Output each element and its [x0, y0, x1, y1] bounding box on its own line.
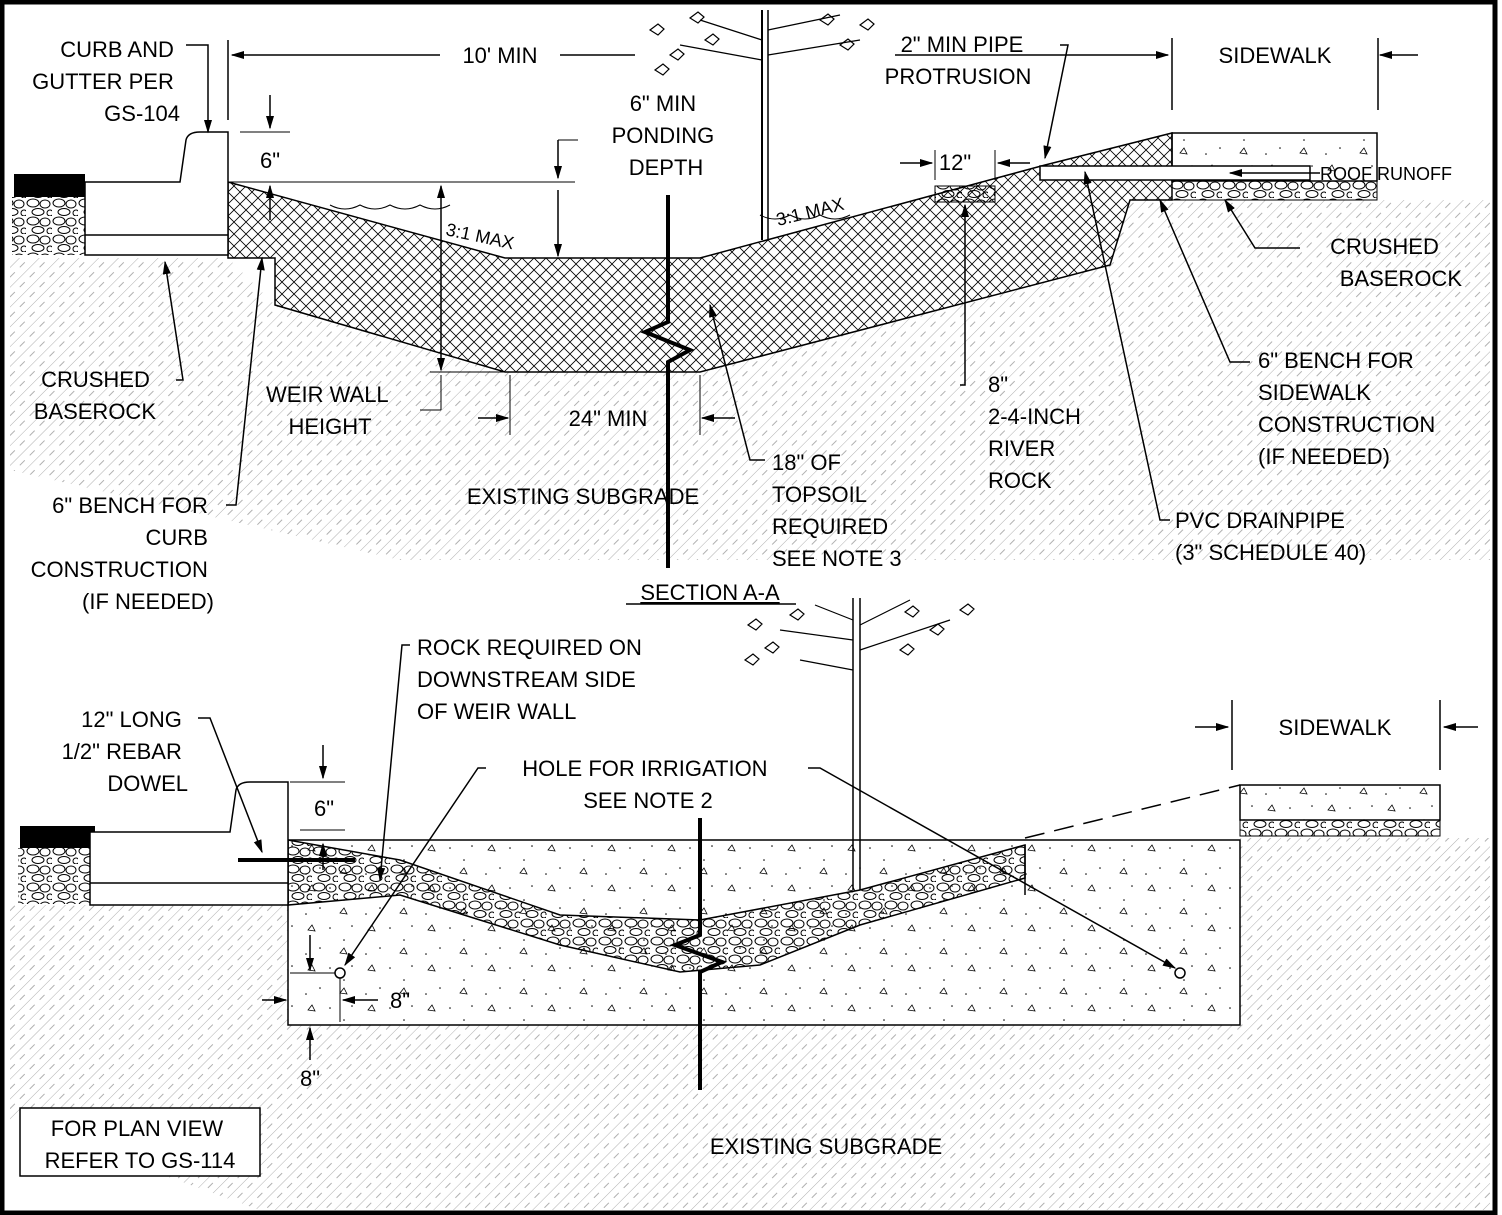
- tree-canopy-icon: [648, 11, 875, 76]
- topsoil-label: 18" OF TOPSOIL REQUIRED SEE NOTE 3: [772, 450, 902, 571]
- sidewalk-baserock-b: [1239, 819, 1441, 837]
- bottom-width-dimension: 24" MIN: [569, 406, 648, 431]
- sidewalk-bench-label: 6" BENCH FOR SIDEWALK CONSTRUCTION (IF N…: [1258, 348, 1441, 469]
- hole-offset-dimension-bottom: 8": [300, 1066, 320, 1091]
- existing-subgrade-label-a: EXISTING SUBGRADE: [467, 484, 699, 509]
- rebar-dowel-label: 12" LONG 1/2" REBAR DOWEL: [62, 707, 188, 796]
- downstream-rock-layer: [287, 839, 1026, 973]
- baserock-left-b: [18, 848, 90, 904]
- break-line: [639, 195, 695, 568]
- section-a-a: [10, 10, 1490, 568]
- rock-pad-width-dimension: 12": [939, 150, 971, 175]
- existing-subgrade-area: [10, 200, 1490, 560]
- asphalt-pavement: [14, 174, 85, 197]
- curb-b: [89, 781, 289, 906]
- curb-reveal-dimension: 6": [260, 148, 280, 173]
- plan-view-note-box: [19, 1107, 261, 1177]
- topsoil-layer: [227, 132, 1173, 373]
- asphalt-pavement-b: [20, 826, 95, 848]
- pipe-protrusion-label: 2" MIN PIPE PROTRUSION: [885, 32, 1032, 89]
- section-weir-wall: [10, 598, 1490, 1210]
- break-line-b: [669, 818, 728, 1090]
- sidewalk-label-b: SIDEWALK: [1279, 715, 1392, 740]
- curb-reveal-dimension-b: 6": [314, 796, 334, 821]
- sidewalk-label-top: SIDEWALK: [1219, 43, 1332, 68]
- weir-wall-height-label: WEIR WALL HEIGHT: [266, 382, 394, 439]
- irrigation-hole-left-icon: [334, 967, 346, 979]
- ponding-depth-label: 6" MIN PONDING DEPTH: [612, 91, 721, 180]
- crushed-baserock-left-label: CRUSHED BASEROCK: [34, 367, 157, 424]
- hole-offset-dimension-side: 8": [390, 988, 410, 1013]
- width-dimension-label: 10' MIN: [462, 43, 537, 68]
- drainpipe-label: PVC DRAINPIPE (3" SCHEDULE 40): [1175, 508, 1366, 565]
- sidewalk-slab-b: [1239, 784, 1441, 821]
- tree-canopy-icon-b: [743, 599, 975, 671]
- existing-subgrade-area-b: [10, 838, 1490, 1210]
- irrigation-hole-right-icon: [1174, 967, 1186, 979]
- curb-and-gutter: [84, 131, 229, 256]
- crushed-baserock-right-label: CRUSHED BASEROCK: [1330, 234, 1462, 291]
- plan-view-note: FOR PLAN VIEW REFER TO GS-114: [45, 1116, 236, 1173]
- sidewalk-baserock: [1171, 180, 1378, 201]
- curb-bench-label: 6" BENCH FOR CURB CONSTRUCTION (IF NEEDE…: [31, 493, 214, 614]
- river-rock-pad: [934, 185, 996, 203]
- rock-required-label: ROCK REQUIRED ON DOWNSTREAM SIDE OF WEIR…: [417, 635, 648, 724]
- river-rock-label: 8" 2-4-INCH RIVER ROCK: [988, 372, 1087, 493]
- section-title: SECTION A-A: [640, 580, 780, 605]
- existing-subgrade-label-b: EXISTING SUBGRADE: [710, 1134, 942, 1159]
- irrigation-hole-label: HOLE FOR IRRIGATION SEE NOTE 2: [522, 756, 773, 813]
- curb-label: CURB AND GUTTER PER GS-104: [32, 37, 180, 126]
- roof-runoff-label: ROOF RUNOFF: [1320, 164, 1452, 184]
